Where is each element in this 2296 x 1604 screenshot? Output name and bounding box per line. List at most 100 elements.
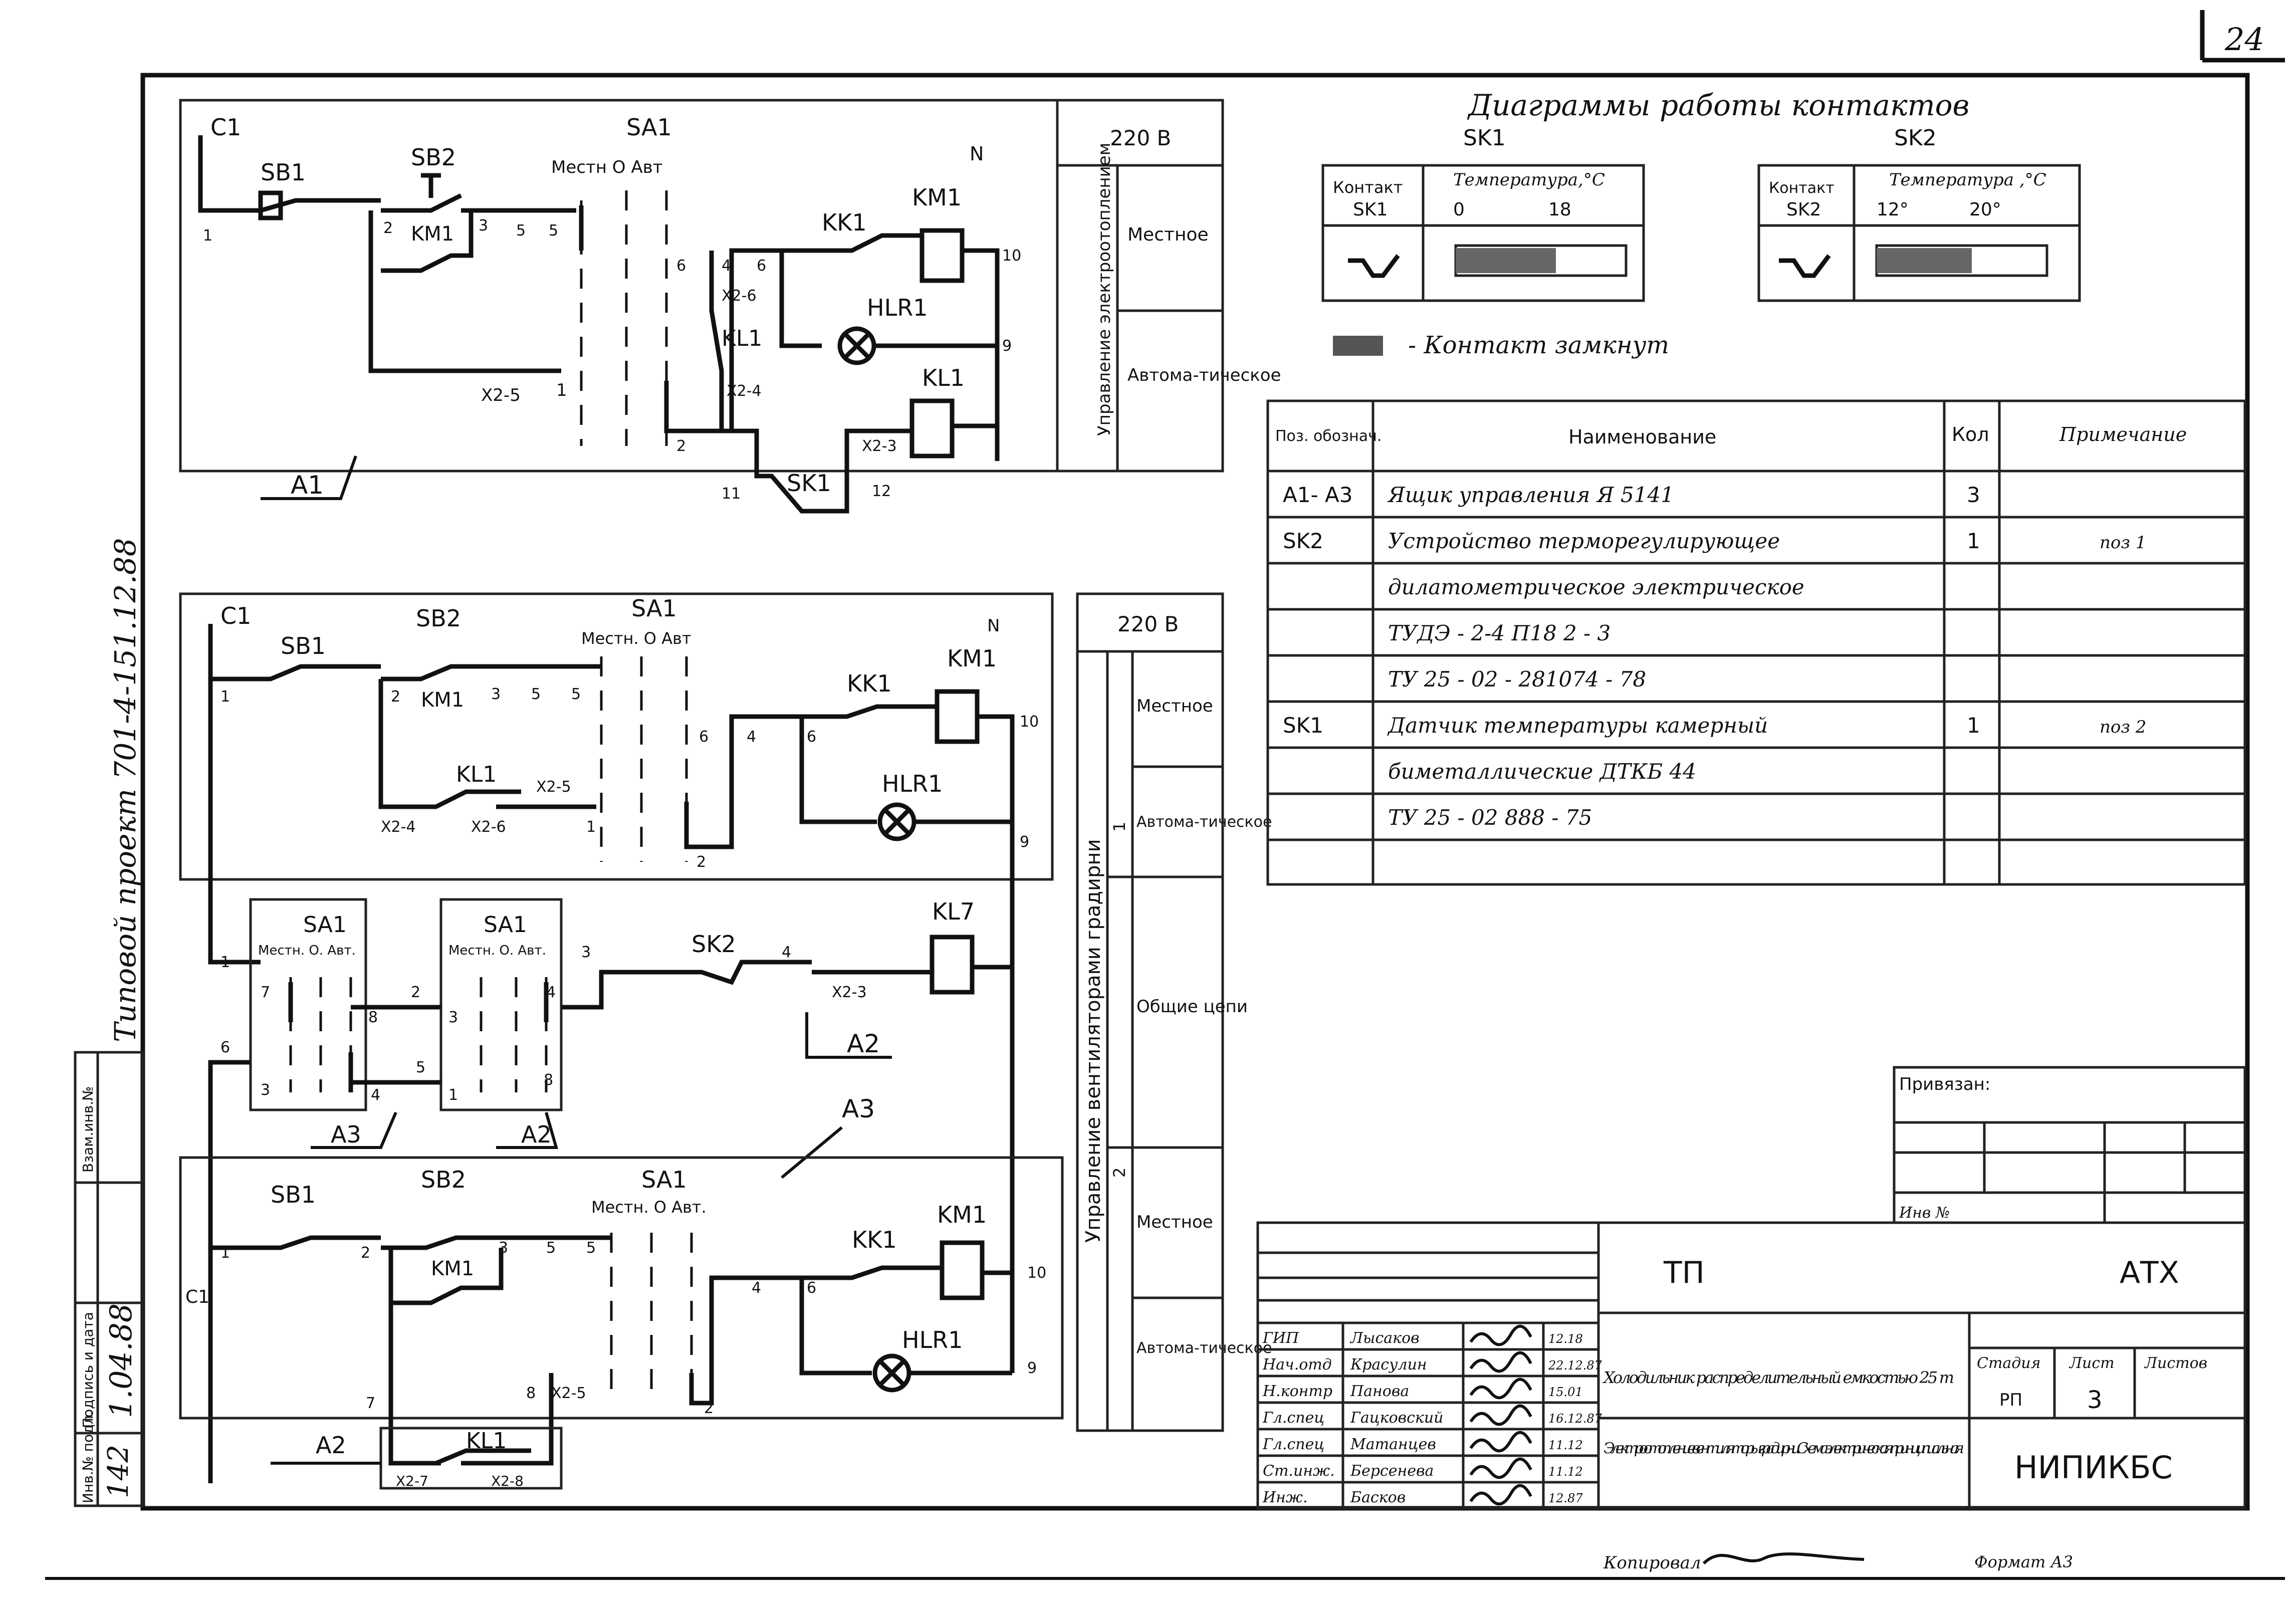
person-role: Нач.отд: [1262, 1356, 1332, 1373]
legend-swatch: [1333, 336, 1383, 356]
node-3-s3: 3: [499, 1239, 508, 1257]
node-9-s2: 9: [1020, 833, 1029, 851]
stage-header: Стадия: [1977, 1354, 2041, 1372]
mode-auto-2: Автома-тическое: [1136, 813, 1272, 831]
subgroup-1: 1: [1110, 822, 1129, 832]
inv-label: Инв №: [1899, 1204, 1950, 1222]
person-date: 12.18: [1548, 1332, 1583, 1346]
sb2-label: SB2: [411, 144, 456, 171]
format-label: Формат А3: [1974, 1552, 2073, 1571]
hlr1-label: HLR1: [867, 294, 928, 321]
a1-label: A1: [291, 471, 324, 500]
node-1-common: 1: [220, 954, 230, 971]
org-name: НИПИКБС: [2014, 1449, 2173, 1486]
terminal-1-2: 1: [586, 818, 596, 836]
spec-name-cell: ТУДЭ - 2-4 П18 2 - 3: [1388, 621, 1611, 645]
hdr-pos: Поз. обознач.: [1275, 427, 1382, 445]
node-5b-s2: 5: [571, 685, 581, 703]
sk2-contact-header: Контакт: [1769, 179, 1834, 197]
spec-note-cell: поз 1: [2100, 533, 2146, 553]
vzam-inv-label: Взам.инв.№: [80, 1086, 96, 1173]
sk2-diagram-label: SK2: [1894, 125, 1937, 151]
side-stamp: Типовой проект 701-4-151.12.88 Инв.№ под…: [74, 538, 144, 1507]
spec-name-cell: Датчик температуры камерный: [1387, 713, 1768, 738]
person-date: 22.12.87: [1548, 1358, 1602, 1372]
node-8b-common: 8: [544, 1071, 553, 1089]
x2-8-terminal: X2-8: [491, 1473, 524, 1489]
node-6-common: 6: [220, 1039, 230, 1056]
list-value: 3: [2087, 1386, 2103, 1414]
sheet-title: Электроотопление вентиляторы градирни. С…: [1603, 1440, 1964, 1457]
sb2-label-3: SB2: [421, 1166, 466, 1193]
sk1-contact-header-b: SK1: [1353, 199, 1388, 220]
node-9-s3: 9: [1027, 1359, 1037, 1377]
spec-qty-cell: 1: [1967, 713, 1980, 738]
x2-5-terminal: X2-5: [481, 385, 521, 405]
person-name: Лысаков: [1349, 1329, 1420, 1347]
node-11: 11: [722, 485, 741, 503]
spec-pos-cell: SK1: [1283, 713, 1323, 738]
node-3c-common: 3: [581, 944, 591, 961]
kk1-label-2: KK1: [847, 670, 892, 697]
sk1-closed-bar: [1456, 248, 1556, 273]
node-10: 10: [1002, 247, 1021, 265]
sk1-temp-header: Температура,°С: [1453, 170, 1605, 190]
sign-date-label: Подпись и дата: [80, 1312, 96, 1428]
scheme-3-fan-control: C1 SB1 SB2 KM1 SA1 Местн. О Авт. KK1 KM1…: [179, 1156, 1064, 1490]
sign-date-value: 1.04.88: [104, 1303, 139, 1418]
person-name: Красулин: [1350, 1356, 1427, 1373]
person-date: 11.12: [1548, 1438, 1583, 1452]
sk2-t0: 12°: [1877, 199, 1909, 220]
spec-qty-cell: 3: [1967, 483, 1980, 507]
node-5a-s3: 5: [546, 1239, 556, 1257]
inv-podl-value: 142: [102, 1445, 135, 1498]
kl1-coil-label: KL1: [922, 364, 965, 391]
node-2b-s2: 2: [697, 853, 706, 871]
person-role: Ст.инж.: [1263, 1462, 1335, 1480]
hlr1-label-3: HLR1: [902, 1326, 963, 1353]
person-name: Гацковский: [1350, 1409, 1443, 1427]
spec-name-cell: ТУ 25 - 02 - 281074 - 78: [1388, 667, 1646, 692]
stage-value: РП: [1999, 1390, 2022, 1410]
sk2-label: SK2: [692, 931, 736, 958]
mode-local-2: Местное: [1136, 696, 1213, 716]
mode-auto-3: Автома-тическое: [1136, 1339, 1272, 1357]
spec-name-cell: биметаллические ДТКБ 44: [1388, 759, 1696, 784]
node-5-common: 5: [416, 1059, 425, 1076]
contact-diagrams: Диаграммы работы контактов SK1 SK2 Конта…: [1321, 88, 2081, 359]
sa1-positions: Местн О Авт: [551, 157, 662, 177]
sk1-contact-header: Контакт: [1333, 178, 1403, 197]
person-role: Гл.спец: [1262, 1409, 1324, 1427]
km1-coil-label: KM1: [912, 184, 962, 211]
spec-qty-cell: 1: [1967, 529, 1980, 553]
n-label: N: [970, 143, 984, 165]
tp-label: ТП: [1663, 1255, 1705, 1290]
node-6a-s2: 6: [699, 728, 709, 746]
sb2-label-2: SB2: [416, 605, 461, 632]
scheme-1-electric-heating: C1 N SB1 SB2 SA1 Местн О Авт KM1 X2-5 1 …: [179, 99, 1059, 514]
fan-control-label: Управление вентиляторами градирни: [1082, 839, 1105, 1243]
kl7-label: KL7: [932, 898, 975, 925]
node-8-s3: 8: [526, 1385, 536, 1402]
node-2-s3: 2: [361, 1244, 370, 1262]
sa1-common-a: SA1: [303, 912, 347, 938]
person-date: 11.12: [1548, 1465, 1583, 1479]
diagrams-title: Диаграммы работы контактов: [1467, 88, 1969, 122]
sk1-t0: 0: [1453, 199, 1465, 220]
km1-coil-contact-label: KM1: [411, 222, 454, 246]
signature: [1469, 1378, 1532, 1400]
x2-3-terminal: X2-3: [862, 437, 897, 455]
sk2-t1: 20°: [1969, 199, 2001, 220]
spec-pos-cell: А1- А3: [1283, 483, 1352, 507]
person-date: 16.12.87: [1548, 1412, 1602, 1426]
voltage-label: 220 В: [1110, 126, 1171, 150]
x2-5-terminal-2: X2-5: [536, 778, 571, 796]
km1-coil-label-3: KM1: [937, 1201, 987, 1228]
sk1-label: SK1: [787, 470, 831, 497]
signature: [1469, 1404, 1532, 1426]
x2-3-common: X2-3: [832, 984, 867, 1001]
spec-name-cell: Устройство терморегулирующее: [1388, 529, 1780, 553]
